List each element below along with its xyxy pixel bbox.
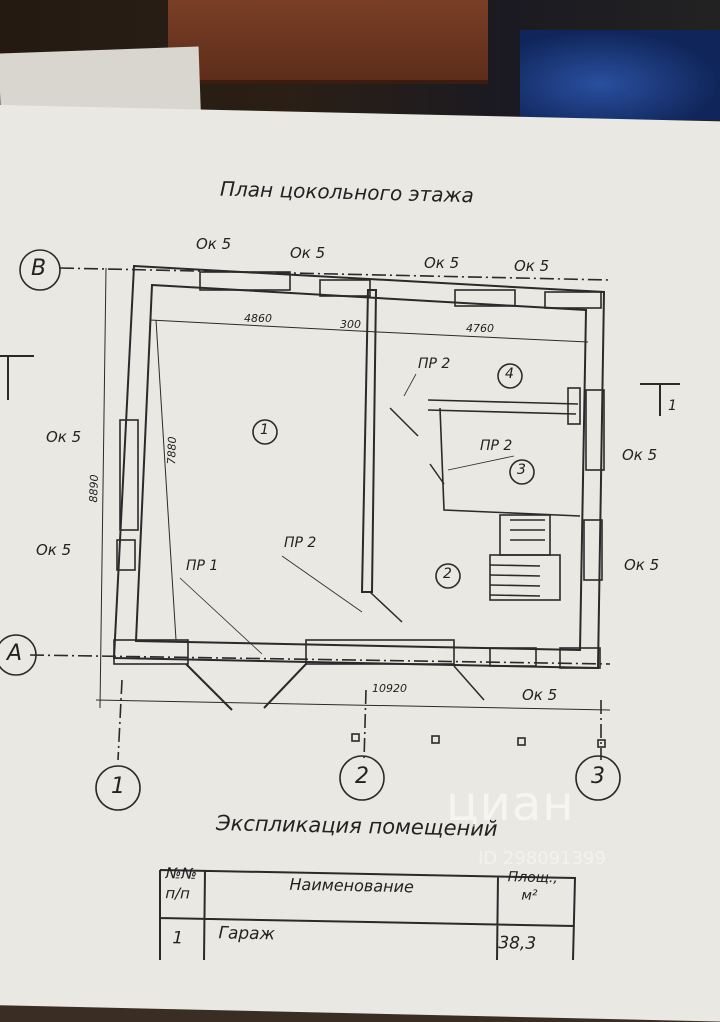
room-3-number: 3 [517,462,526,478]
row-1-name: Гараж [218,923,276,945]
window-right-2 [583,519,603,581]
gate-leaf-left [185,663,233,711]
row-1-num: 1 [172,928,184,949]
watermark-id: ID 298091399 [478,848,606,869]
dim-4760: 4760 [466,322,494,335]
window-right-1 [585,389,605,471]
window-label-top-1: Ок 5 [196,235,232,253]
explication-table: №№ п/п Наименование Площ., м² 1 Гараж 38… [158,860,560,968]
explication-table-grid [159,869,577,960]
stairs [489,554,561,601]
axis-line-1 [117,679,123,761]
watermark-brand: циан [446,776,575,832]
window-left-2 [116,539,136,571]
window-label-left-2: Ок 5 [36,541,72,559]
section-mark-number: 1 [668,398,677,414]
header-num-line1: №№ [165,864,198,883]
axis-marker-2 [339,755,385,801]
window-top-3 [454,289,516,307]
window-left-1 [119,419,139,531]
window-top-4 [544,291,602,309]
header-area-line1: Площ., [507,869,559,887]
partition-wall [360,289,378,593]
room4-wall [427,399,579,415]
bottom-wall-left [113,639,189,665]
axis-marker-3 [575,755,621,801]
bottom-wall-middle [305,639,455,665]
axis-marker-a [0,634,37,676]
dim-4860: 4860 [244,312,272,325]
axis-marker-v [19,249,61,291]
axis-label-2: 2 [355,764,369,789]
column-right [567,387,581,425]
gate-leaf-right [263,663,307,709]
header-num-line2: п/п [165,884,191,903]
window-top-1 [199,271,291,291]
room-4-number: 4 [505,366,514,382]
axis-label-1: 1 [111,774,125,799]
window-top-2 [319,279,371,297]
header-area-line2: м² [521,887,538,904]
door-label-pr2-c: ПР 2 [480,438,513,454]
door-leaf-bottom [453,665,485,701]
brick-object [168,0,488,84]
dim-7880: 7880 [165,436,179,465]
axis-line-v [59,267,611,281]
inner-wall-outline [134,283,588,652]
dim-10920: 10920 [372,682,407,695]
axis-label-v: В [31,256,47,281]
blue-cloth [520,30,720,120]
door-label-pr1: ПР 1 [186,558,219,574]
window-label-top-3: Ок 5 [424,254,460,272]
room-2-number: 2 [443,566,452,582]
floor-plan-drawing [0,249,680,960]
header-name: Наименование [289,874,415,897]
window-label-bottom-1: Ок 5 [522,686,558,704]
window-label-top-2: Ок 5 [290,244,326,262]
axis-line-2 [363,689,367,761]
dim-8890: 8890 [87,474,101,503]
bottom-wall-right [559,647,601,669]
window-label-top-4: Ок 5 [514,257,550,275]
room3-wall [439,407,581,517]
axis-label-3: 3 [591,764,605,789]
row-1-area: 38,3 [498,933,537,954]
dim-300: 300 [340,318,361,331]
window-label-right-1: Ок 5 [622,446,658,464]
door-label-pr2-a: ПР 2 [284,535,317,551]
room-1-number: 1 [260,422,269,438]
axis-line-a [29,654,611,665]
window-label-right-2: Ок 5 [624,556,660,574]
axis-marker-1 [95,765,141,811]
axis-label-a: А [7,641,23,666]
door-label-pr2-b: ПР 2 [418,356,451,372]
window-label-left-1: Ок 5 [46,428,82,446]
bottom-window [489,647,537,667]
